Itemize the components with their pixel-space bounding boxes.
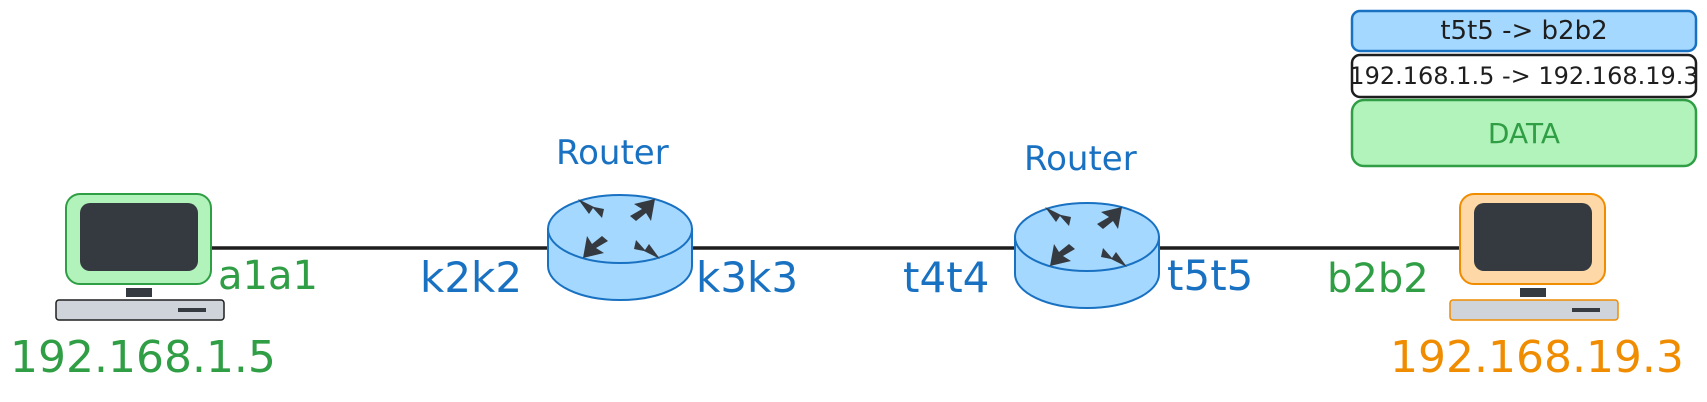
router-port-left: k2k2 <box>420 253 522 302</box>
left-ip-label: 192.168.1.5 <box>10 332 276 383</box>
ip-header-text: 192.168.1.5 -> 192.168.19.3 <box>1349 62 1698 90</box>
router-icon <box>1014 202 1160 309</box>
left-mac-label: a1a1 <box>218 253 318 299</box>
right-mac-label: b2b2 <box>1327 256 1429 302</box>
router-label: Router <box>556 133 669 173</box>
router-port-right: k3k3 <box>696 253 798 302</box>
router-port-left: t4t4 <box>903 253 989 302</box>
router-label: Router <box>1024 139 1137 179</box>
payload-box <box>1350 98 1698 168</box>
right-computer-icon <box>1449 193 1619 321</box>
router-icon <box>547 194 693 301</box>
mac-header-text: t5t5 -> b2b2 <box>1440 16 1607 46</box>
ip-header-box <box>1350 53 1698 99</box>
right-ip-label: 192.168.19.3 <box>1390 332 1684 383</box>
mac-header-box <box>1350 9 1698 53</box>
payload-text: DATA <box>1488 117 1560 150</box>
router-port-right: t5t5 <box>1167 251 1253 300</box>
left-computer-icon <box>55 193 225 321</box>
packet: t5t5 -> b2b2 192.168.1.5 -> 192.168.19.3… <box>1349 9 1699 168</box>
